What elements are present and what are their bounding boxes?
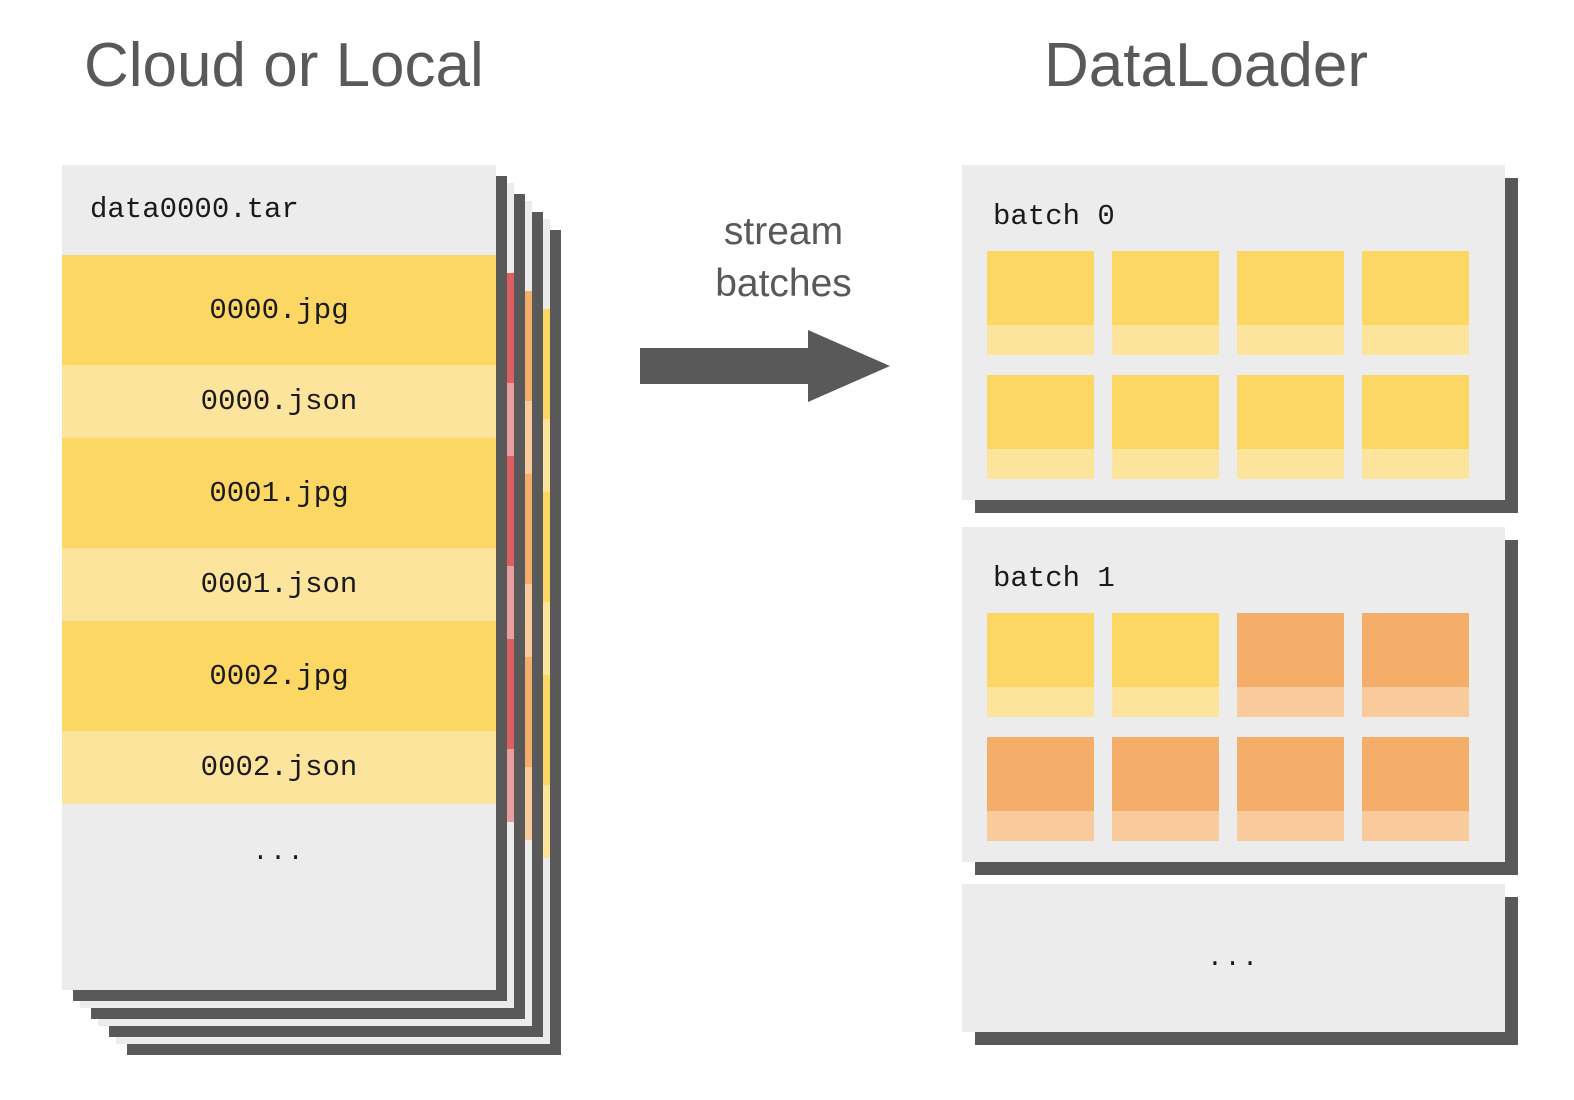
page-title-cloud-or-local: Cloud or Local [84, 31, 484, 100]
arrow-right-icon [640, 330, 890, 402]
sample-image-block [1112, 737, 1219, 811]
sample-metadata-block [1112, 325, 1219, 355]
sample-image-block [1362, 375, 1469, 449]
flow-label-line1: stream [723, 210, 844, 253]
sample-metadata-block [1362, 325, 1469, 355]
batch-sample[interactable] [1237, 737, 1344, 841]
batch-label-1: batch 1 [993, 562, 1115, 595]
tar-entry-label: 0000.json [200, 385, 358, 418]
batch-sample[interactable] [987, 737, 1094, 841]
batch-sample-grid-0 [962, 233, 1505, 479]
tar-entry-label: 0002.jpg [209, 659, 349, 693]
sample-image-block [1112, 613, 1219, 687]
sample-image-block [1362, 737, 1469, 811]
sample-metadata-block [1362, 449, 1469, 479]
batch-ellipsis-label: ... [1207, 943, 1260, 973]
batch-sample[interactable] [987, 613, 1094, 717]
batch-sample[interactable] [1237, 251, 1344, 355]
sample-metadata-block [1237, 811, 1344, 841]
page-title-dataloader: DataLoader [1044, 31, 1369, 100]
sample-image-block [1112, 375, 1219, 449]
batch-sample[interactable] [1112, 375, 1219, 479]
batch-sample[interactable] [1362, 251, 1469, 355]
tar-entry-jpg[interactable]: 0001.jpg [62, 438, 496, 548]
sample-image-block [987, 375, 1094, 449]
sample-metadata-block [987, 811, 1094, 841]
batch-sample[interactable] [1237, 613, 1344, 717]
sample-metadata-block [987, 325, 1094, 355]
sample-metadata-block [987, 449, 1094, 479]
sample-image-block [1237, 737, 1344, 811]
flow-label-line2: batches [715, 262, 852, 305]
tar-entry-json[interactable]: 0002.json [62, 731, 496, 804]
tar-entry-label: 0001.json [200, 568, 358, 601]
sample-image-block [1362, 613, 1469, 687]
sample-image-block [987, 251, 1094, 325]
sample-metadata-block [1362, 811, 1469, 841]
sample-metadata-block [1112, 449, 1219, 479]
batch-sample[interactable] [1362, 375, 1469, 479]
sample-image-block [1362, 251, 1469, 325]
tar-entry-list: 0000.jpg 0000.json 0001.jpg 0001.json 0002.j… [62, 255, 496, 804]
tar-filename-label: data0000.tar [62, 165, 496, 255]
sample-image-block [987, 737, 1094, 811]
sample-metadata-block [1237, 449, 1344, 479]
sample-metadata-block [987, 687, 1094, 717]
sample-image-block [1237, 251, 1344, 325]
tar-entry-ellipsis: ... [62, 804, 496, 899]
tar-entry-label: 0002.json [200, 751, 358, 784]
sample-metadata-block [1237, 687, 1344, 717]
sample-image-block [987, 613, 1094, 687]
sample-image-block [1112, 251, 1219, 325]
batch-sample[interactable] [1112, 251, 1219, 355]
batch-sample[interactable] [987, 251, 1094, 355]
tar-entry-jpg[interactable]: 0000.jpg [62, 255, 496, 365]
sample-image-block [1237, 375, 1344, 449]
batch-sample[interactable] [1112, 737, 1219, 841]
sample-image-block [1237, 613, 1344, 687]
batch-card-1[interactable]: batch 1 [962, 527, 1505, 862]
batch-card-0[interactable]: batch 0 [962, 165, 1505, 500]
batch-sample[interactable] [1237, 375, 1344, 479]
sample-metadata-block [1237, 325, 1344, 355]
batch-sample[interactable] [987, 375, 1094, 479]
tar-entry-jpg[interactable]: 0002.jpg [62, 621, 496, 731]
tar-entry-label: 0001.jpg [209, 476, 349, 510]
batch-sample[interactable] [1362, 737, 1469, 841]
tar-entry-json[interactable]: 0000.json [62, 365, 496, 438]
flow-label: stream batches [676, 206, 891, 310]
batch-label-0: batch 0 [993, 200, 1115, 233]
batch-sample[interactable] [1112, 613, 1219, 717]
sample-metadata-block [1112, 811, 1219, 841]
batch-sample-grid-1 [962, 595, 1505, 841]
sample-metadata-block [1362, 687, 1469, 717]
batch-card-more[interactable]: ... [962, 884, 1505, 1032]
sample-metadata-block [1112, 687, 1219, 717]
tar-entry-json[interactable]: 0001.json [62, 548, 496, 621]
batch-sample[interactable] [1362, 613, 1469, 717]
tar-entry-label: 0000.jpg [209, 293, 349, 327]
